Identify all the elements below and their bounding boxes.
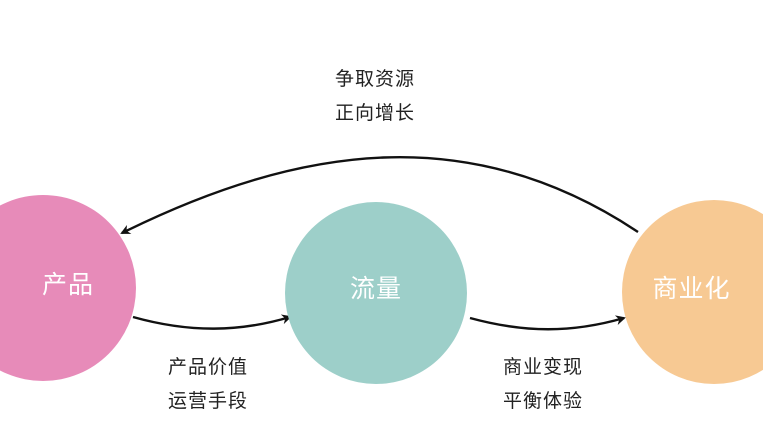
edge-left-caption: 产品价值 运营手段 bbox=[168, 350, 248, 418]
edge-left-line2: 运营手段 bbox=[168, 390, 249, 412]
node-traffic: 流量 bbox=[285, 202, 467, 384]
edge-left-line1: 产品价值 bbox=[168, 356, 249, 378]
arrow-product-to-traffic bbox=[132, 314, 292, 330]
node-commerce-label: 商业化 bbox=[652, 274, 731, 303]
edge-right-line2: 平衡体验 bbox=[503, 390, 584, 412]
edge-right-line1: 商业变现 bbox=[503, 356, 584, 378]
node-commerce: 商业化 bbox=[622, 200, 763, 384]
arrow-commerce-to-product bbox=[120, 156, 639, 235]
edge-top-line2: 正向增长 bbox=[335, 102, 416, 124]
edge-right-caption: 商业变现 平衡体验 bbox=[503, 350, 583, 418]
node-product-label: 产品 bbox=[41, 270, 94, 299]
edge-top-caption: 争取资源 正向增长 bbox=[335, 62, 415, 130]
node-traffic-label: 流量 bbox=[349, 274, 402, 303]
arrow-traffic-to-commerce bbox=[469, 315, 626, 331]
edge-top-line1: 争取资源 bbox=[335, 68, 416, 90]
